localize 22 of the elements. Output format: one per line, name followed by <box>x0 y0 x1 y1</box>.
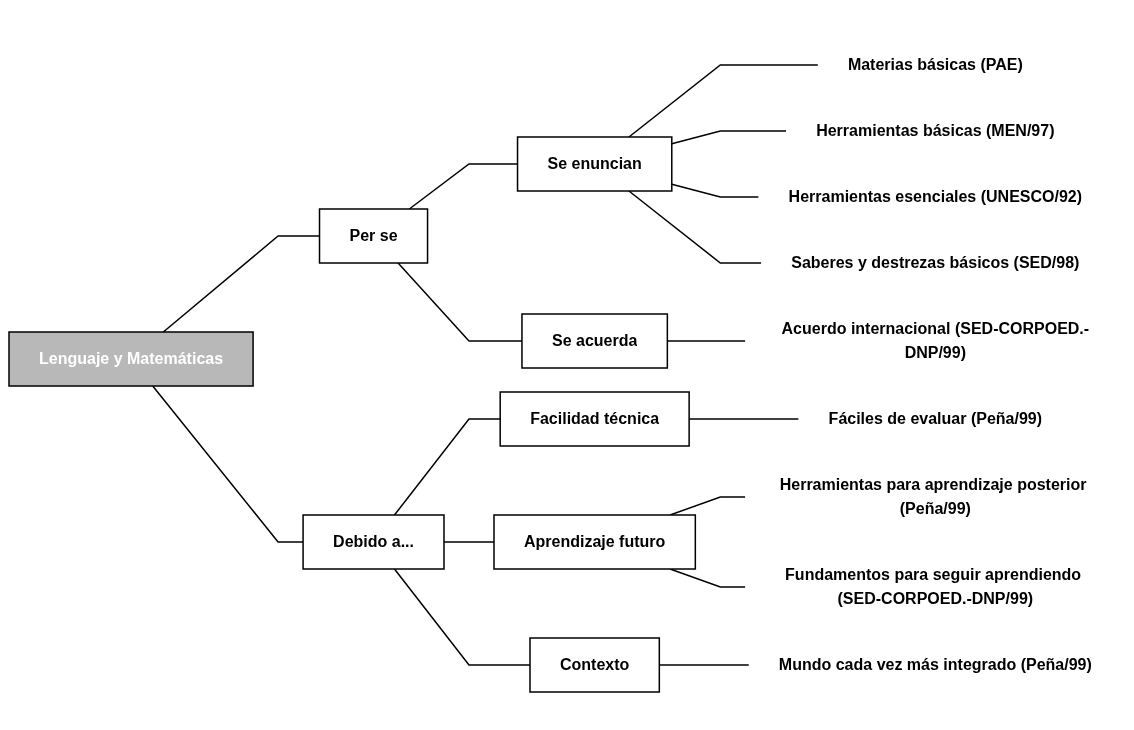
connector <box>628 64 819 138</box>
connector <box>669 496 746 516</box>
node-box: Contexto <box>529 637 660 693</box>
node-box: Facilidad técnica <box>499 391 690 447</box>
node-box: Aprendizaje futuro <box>493 514 696 570</box>
connector <box>688 418 800 420</box>
node-text: Herramientas para aprendizaje posterior (Peña/99) <box>779 476 1087 517</box>
node-text: Fáciles de evaluar (Peña/99) <box>828 410 1042 427</box>
connector <box>393 418 501 516</box>
node-text: Herramientas básicas (MEN/97) <box>815 122 1055 139</box>
node-box: Per se <box>318 208 429 264</box>
node-box: Debido a... <box>302 514 445 570</box>
node-text: Materias básicas (PAE) <box>847 56 1023 73</box>
node-box: Se enuncian <box>516 136 673 192</box>
node-box: Lenguaje y Matemáticas <box>8 331 254 387</box>
node-text: Fundamentos para seguir aprendiendo (SED-CORPOED.-DNP/99) <box>784 566 1081 607</box>
node-text: Saberes y destrezas básicos (SED/98) <box>791 254 1080 271</box>
connector <box>628 190 762 264</box>
node-box: Se acuerda <box>521 313 668 369</box>
node-text: Mundo cada vez más integrado (Peña/99) <box>778 656 1092 673</box>
node-text: Herramientas esenciales (UNESCO/92) <box>788 188 1082 205</box>
node-text: Acuerdo internacional (SED-CORPOED.-DNP/99) <box>781 320 1089 361</box>
